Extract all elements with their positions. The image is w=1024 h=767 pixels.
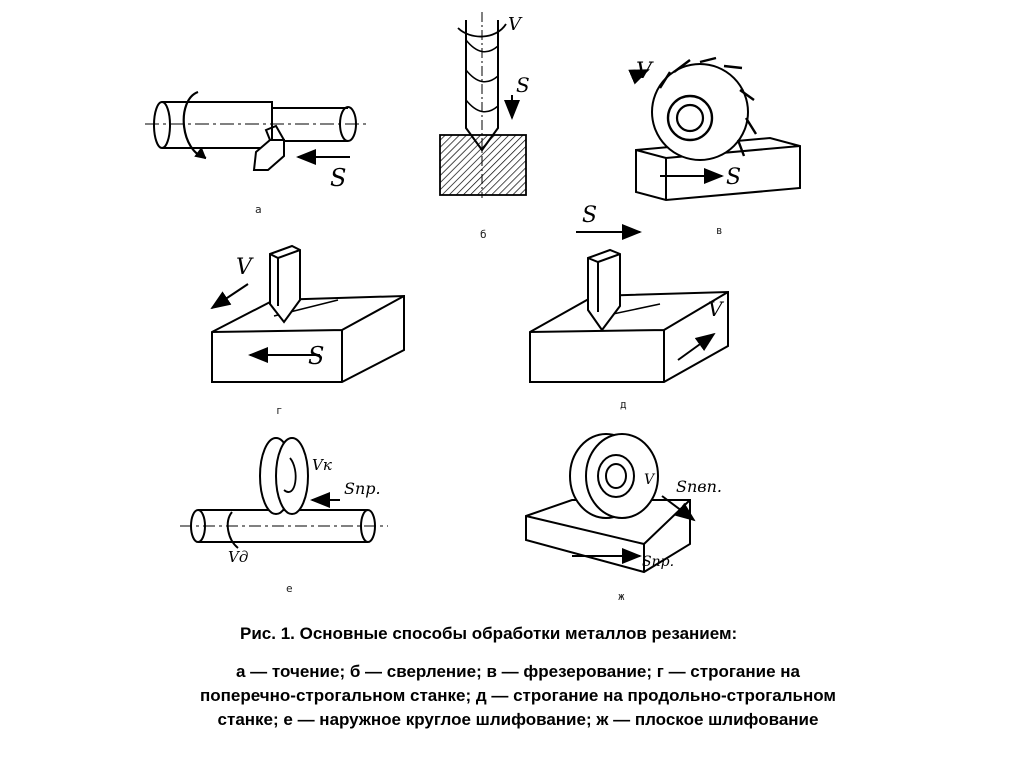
shaping-speed-symbol: V xyxy=(236,255,254,280)
panel-cylindrical-grinding xyxy=(180,437,388,549)
milling-speed-symbol: V xyxy=(636,59,654,84)
grinding-part-speed-symbol: Vд xyxy=(228,548,248,566)
panel-surface-grinding xyxy=(525,433,696,574)
panel-drilling xyxy=(439,12,527,198)
planing-speed-symbol: V xyxy=(708,297,725,321)
caption-line: поперечно-строгальном станке; д — строга… xyxy=(199,686,836,705)
panel-label-v: в xyxy=(716,224,723,237)
figure-caption-title: Рис. 1. Основные способы обработки метал… xyxy=(240,624,738,643)
panel-label-b: б xyxy=(480,228,487,241)
surface-grinding-speed-symbol: V xyxy=(644,472,656,488)
panel-label-a: а xyxy=(255,203,262,216)
planing-feed-symbol: S xyxy=(582,203,597,228)
panel-milling xyxy=(628,56,801,202)
grinding-wheel-speed-symbol: Vк xyxy=(312,456,332,474)
panel-label-e: е xyxy=(286,582,293,595)
panel-shaping xyxy=(210,244,405,383)
turning-feed-symbol: S xyxy=(330,164,346,192)
panel-planing xyxy=(529,224,729,383)
panel-label-zh: ж xyxy=(618,590,625,603)
caption-line: станке; е — наружное круглое шлифование;… xyxy=(217,710,819,729)
machining-diagram: S а V S б V S в V S г xyxy=(145,12,801,603)
figure-caption-body: а — точение; б — сверление; в — фрезеров… xyxy=(138,660,898,732)
grinding-feed-symbol: Sпр. xyxy=(344,479,381,498)
milling-feed-symbol: S xyxy=(726,165,741,190)
panel-label-g: г xyxy=(276,404,283,417)
surface-grinding-vertical-feed-symbol: Sпвп. xyxy=(676,477,722,496)
panel-turning xyxy=(145,90,368,171)
panel-label-d: д xyxy=(620,398,627,411)
caption-line: а — точение; б — сверление; в — фрезеров… xyxy=(235,662,800,681)
drilling-speed-symbol: V xyxy=(508,14,523,35)
surface-grinding-feed-symbol: Sпр. xyxy=(642,554,674,570)
shaping-feed-symbol: S xyxy=(308,342,324,370)
drilling-feed-symbol: S xyxy=(516,73,530,97)
